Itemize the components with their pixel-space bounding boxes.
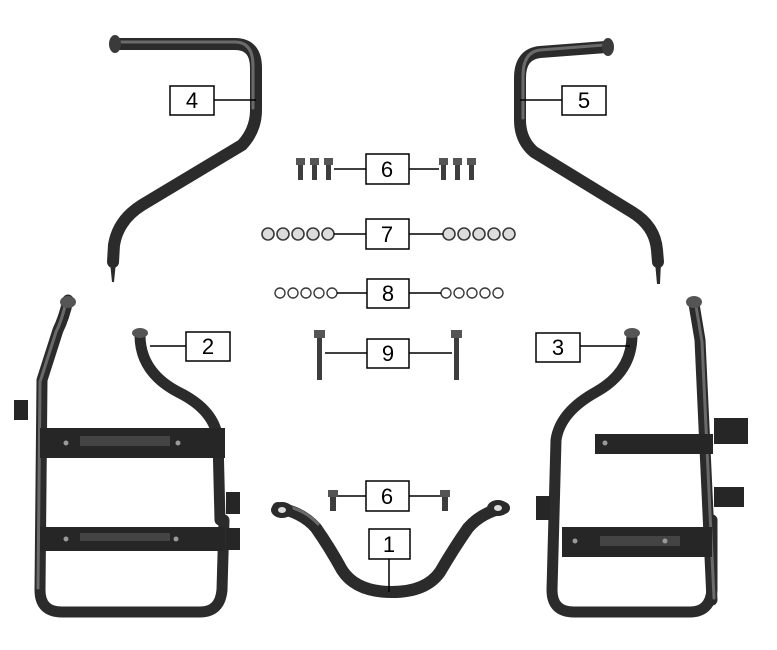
callout-2: 2 bbox=[185, 331, 231, 362]
svg-text:1: 1 bbox=[383, 532, 395, 557]
svg-text:7: 7 bbox=[381, 222, 393, 247]
callout-3: 3 bbox=[535, 332, 581, 363]
callout-1: 1 bbox=[368, 528, 411, 560]
svg-text:8: 8 bbox=[382, 281, 394, 306]
callout-6-upper: 6 bbox=[365, 153, 410, 185]
part-7-washers bbox=[261, 227, 516, 241]
callout-5: 5 bbox=[561, 85, 607, 116]
svg-text:5: 5 bbox=[578, 88, 590, 113]
callout-7: 7 bbox=[365, 218, 410, 250]
svg-text:2: 2 bbox=[202, 334, 214, 359]
part-3-right-frame bbox=[536, 296, 748, 618]
part-6-bolts-lower bbox=[328, 490, 450, 511]
svg-text:6: 6 bbox=[381, 157, 393, 182]
part-1-front-bracket bbox=[271, 500, 510, 598]
part-8-rings bbox=[274, 287, 504, 299]
callout-8: 8 bbox=[366, 278, 410, 309]
svg-text:9: 9 bbox=[382, 341, 394, 366]
callout-6-lower: 6 bbox=[365, 480, 410, 512]
part-5-upper-right-bar bbox=[514, 38, 664, 284]
callout-4: 4 bbox=[169, 85, 215, 116]
part-2-left-frame bbox=[14, 294, 240, 618]
svg-text:4: 4 bbox=[186, 88, 198, 113]
svg-text:6: 6 bbox=[381, 484, 393, 509]
part-9-long-bolts bbox=[314, 330, 462, 380]
callout-9: 9 bbox=[366, 338, 410, 369]
svg-text:3: 3 bbox=[552, 335, 564, 360]
part-6-bolts-upper bbox=[296, 158, 476, 180]
part-4-upper-left-bar bbox=[107, 35, 262, 282]
leader-lines bbox=[150, 99, 630, 592]
